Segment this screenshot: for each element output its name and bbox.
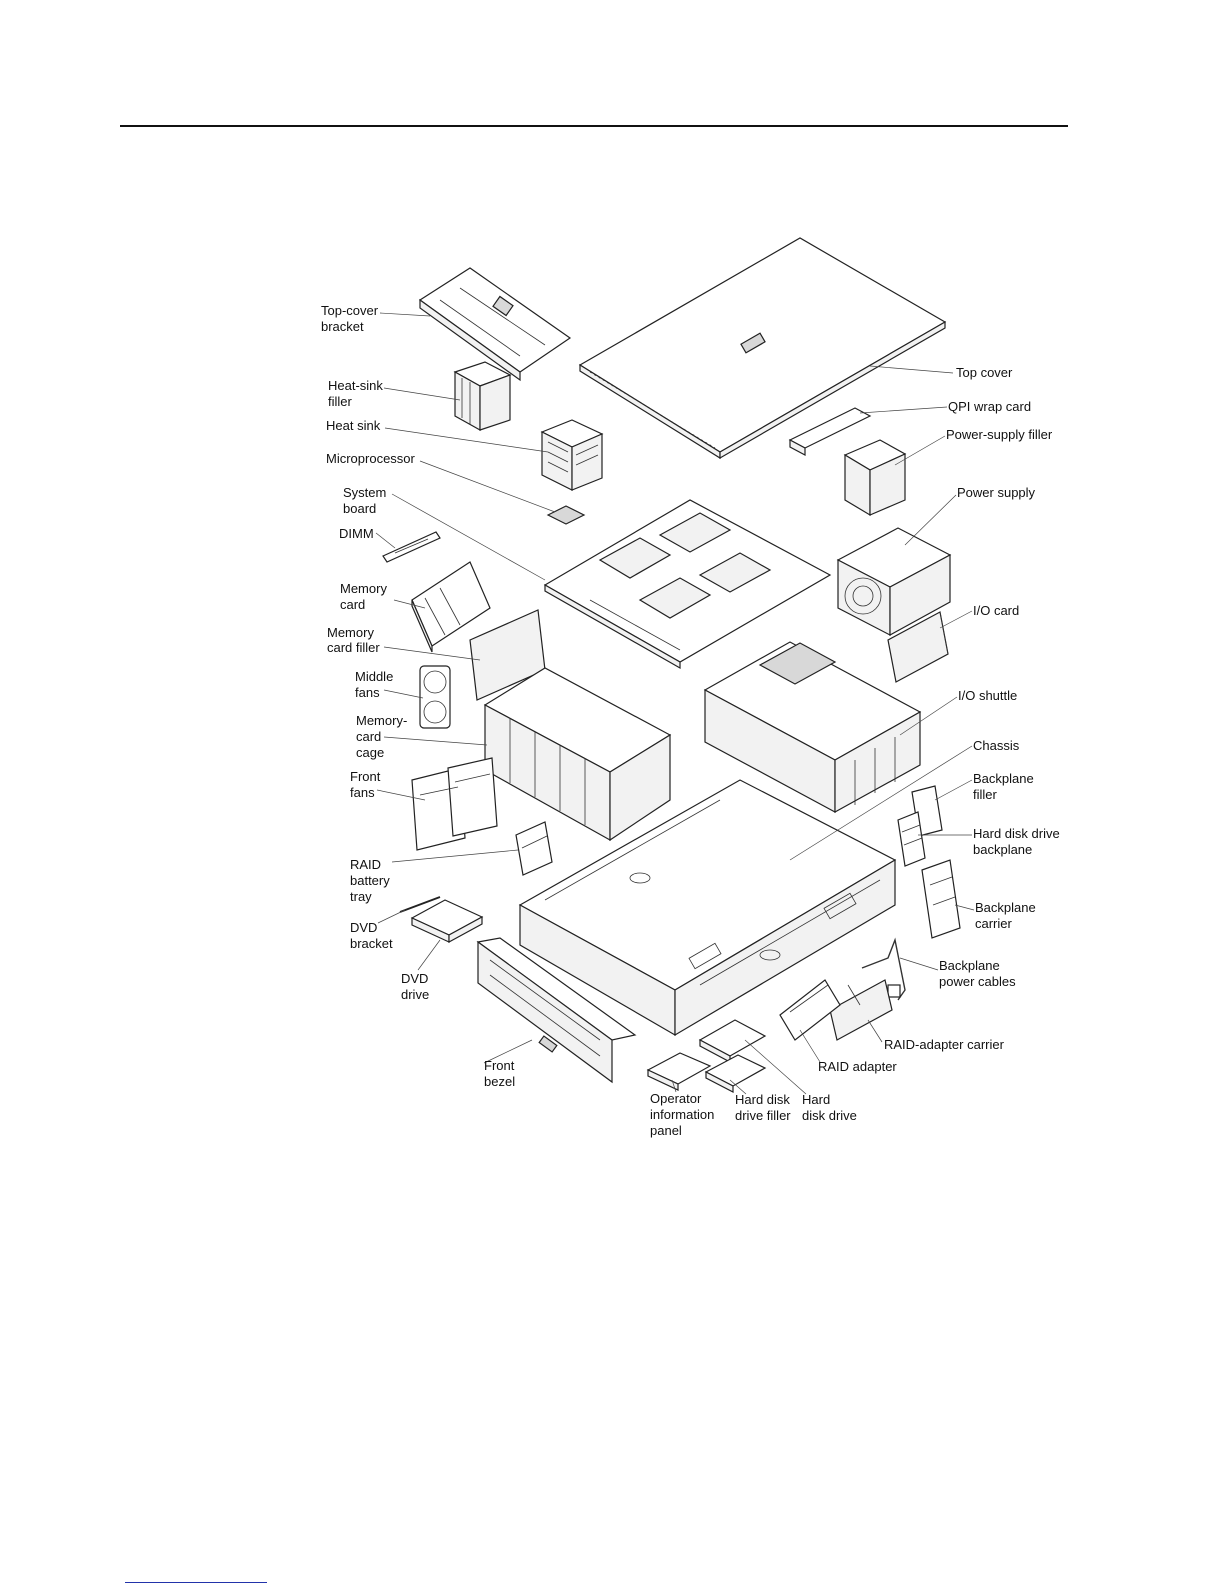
- label-power-supply-filler: Power-supply filler: [946, 427, 1053, 442]
- top-cover-bracket: [418, 267, 572, 382]
- qpi-wrap-card: [788, 407, 872, 456]
- backplane-carrier: [921, 859, 961, 939]
- leader-lines: [375, 312, 975, 1095]
- chassis: [518, 779, 897, 1037]
- label-raid-adapter: RAID adapter: [818, 1059, 897, 1074]
- middle-fans: [419, 665, 451, 729]
- label-qpi-wrap-card: QPI wrap card: [948, 399, 1031, 414]
- io-card: [887, 611, 949, 683]
- hard-disk-drive: [698, 1019, 767, 1063]
- footnote-rule: [125, 1582, 267, 1583]
- label-microprocessor: Microprocessor: [326, 451, 416, 466]
- front-bezel: [476, 937, 637, 1084]
- io-shuttle: [703, 641, 922, 814]
- label-heat-sink: Heat sink: [326, 418, 381, 433]
- power-supply-filler: [843, 439, 907, 517]
- hard-disk-drive-filler: [704, 1054, 767, 1093]
- label-io-card: I/O card: [973, 603, 1019, 618]
- heat-sink: [540, 419, 604, 491]
- raid-adapter-carrier: [829, 979, 893, 1041]
- microprocessor: [546, 505, 586, 525]
- dvd-drive: [410, 899, 484, 944]
- operator-information-panel: [646, 1052, 712, 1091]
- memory-card: [411, 561, 491, 653]
- hard-disk-drive-backplane: [897, 811, 926, 867]
- label-io-shuttle: I/O shuttle: [958, 688, 1017, 703]
- backplane-power-cables: [861, 937, 906, 1001]
- heat-sink-filler: [453, 361, 512, 432]
- top-cover: [578, 237, 947, 460]
- label-top-cover: Top cover: [956, 365, 1013, 380]
- raid-battery-tray: [515, 821, 553, 876]
- label-chassis: Chassis: [973, 738, 1020, 753]
- system-board: [543, 499, 832, 670]
- memory-card-cage: [483, 667, 672, 842]
- dimm: [382, 531, 441, 563]
- power-supply: [836, 527, 952, 637]
- label-raid-adapter-carrier: RAID-adapter carrier: [884, 1037, 1005, 1052]
- dvd-bracket: [399, 896, 441, 913]
- header-rule: [120, 125, 1068, 127]
- label-dimm: DIMM: [339, 526, 374, 541]
- front-fans: [411, 757, 498, 851]
- raid-adapter: [779, 979, 841, 1041]
- label-power-supply: Power supply: [957, 485, 1036, 500]
